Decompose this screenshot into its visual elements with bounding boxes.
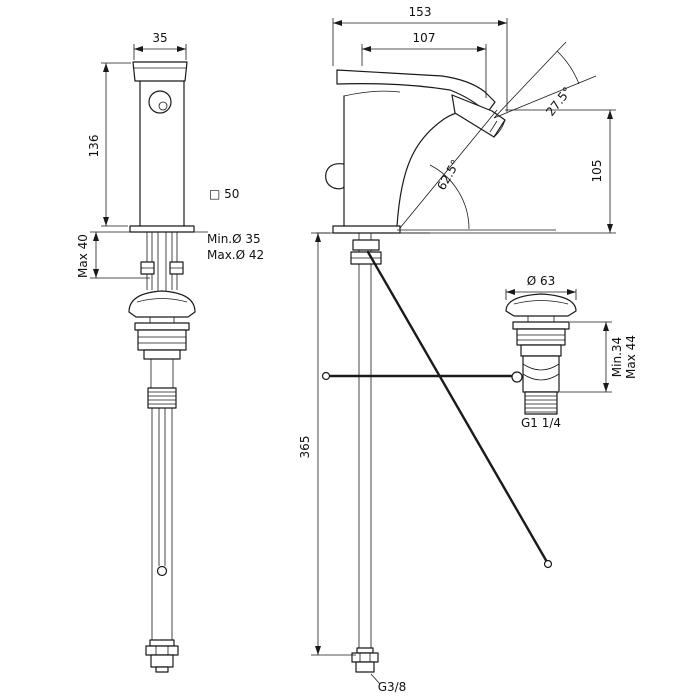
side-supply-tube [358, 233, 372, 648]
side-diagonal-rod-ball [543, 559, 553, 569]
side-body-top-edge [343, 90, 401, 97]
drain-rod-joint-ball [511, 371, 523, 383]
front-popup-rod-ball [156, 565, 168, 577]
front-waste-neck [149, 317, 175, 323]
side-hose-hex-facets [359, 653, 371, 662]
front-dim-square-label: □ 50 [209, 187, 239, 201]
drain-detail-view: Ø 63 Min.34 Max 44 G1 1/4 [505, 274, 638, 430]
drain-neck [527, 316, 555, 322]
front-view: 35 136 Max 40 □ 50 Min.Ø 35 Max.Ø 42 [76, 31, 264, 673]
side-popup-knob-hook [325, 163, 345, 190]
drain-dim-min-clamp-label: Min.34 [610, 337, 624, 377]
drain-slot-curves [522, 363, 560, 381]
front-popup-rod-lower [158, 408, 166, 566]
side-angle-axis-ref [399, 109, 498, 229]
side-hose-hex-nut [351, 652, 379, 663]
drain-dome-edge [513, 300, 569, 305]
front-waste-thread-block [147, 387, 177, 409]
side-dim-depth-extension [332, 18, 508, 112]
side-dim-outlet-height-extension [400, 109, 616, 234]
side-hose-collar [356, 647, 374, 654]
front-cartridge-detail [158, 101, 168, 111]
drain-dim-dia-label: Ø 63 [527, 274, 556, 288]
front-dim-height-label: 136 [87, 135, 101, 158]
front-waste-step [143, 349, 181, 360]
front-handle-outline [132, 61, 188, 82]
front-hose-hex-facets [155, 646, 169, 655]
drain-slot-section [522, 355, 560, 393]
side-lever-handle [336, 69, 496, 114]
front-dim-deck-label: Max 40 [76, 234, 90, 278]
front-waste-flange [134, 322, 190, 331]
side-spout-tip [451, 94, 506, 138]
front-waste-body-lines [138, 336, 186, 344]
side-aerator-face [489, 119, 506, 138]
drain-body-lines [517, 334, 565, 341]
drain-flange [512, 321, 570, 330]
front-cartridge-ring [148, 90, 172, 114]
front-dim-max-hole-label: Max.Ø 42 [207, 248, 264, 262]
front-hose-lines [151, 408, 173, 640]
drain-thread-label: G1 1/4 [521, 416, 561, 430]
drain-dim-max-clamp-label: Max 44 [624, 335, 638, 379]
side-dim-depth-label: 153 [409, 5, 432, 19]
front-hose-hex-nut [145, 645, 179, 656]
front-waste-tube-upper [150, 359, 174, 388]
front-shank-lines [146, 232, 178, 290]
front-dim-width-label: 35 [152, 31, 167, 45]
front-waste-body [137, 329, 187, 351]
side-dim-hose-length-label: 365 [298, 436, 312, 459]
front-waste-thread-hatch [148, 391, 176, 405]
side-tip-angle-arc [556, 50, 580, 85]
side-supply-thread-leader [370, 673, 381, 685]
side-popup-diagonal-rod [366, 250, 549, 564]
front-waste-dome [128, 290, 196, 318]
front-hose-collar [149, 639, 175, 647]
side-shank-collar [352, 239, 380, 251]
side-dim-outlet-height-label: 105 [590, 160, 604, 183]
front-waste-dome-edge [136, 298, 188, 303]
front-popup-rod-upper [157, 232, 167, 292]
side-horizontal-rod-ball-left [321, 371, 331, 381]
front-hose-nipple [150, 654, 174, 668]
side-supply-thread-label: G3/8 [378, 680, 407, 694]
side-hose-nipple [355, 661, 375, 673]
drain-thread-hatch [525, 395, 557, 413]
drain-body [516, 328, 566, 346]
front-dim-min-hole-label: Min.Ø 35 [207, 232, 261, 246]
front-hose-tip [155, 666, 169, 673]
drain-mid-section [520, 344, 562, 357]
drain-thread-block [524, 391, 558, 415]
front-body-sides [139, 80, 185, 227]
side-spout-angle-arc [429, 164, 470, 230]
side-dim-reach-label: 107 [413, 31, 436, 45]
